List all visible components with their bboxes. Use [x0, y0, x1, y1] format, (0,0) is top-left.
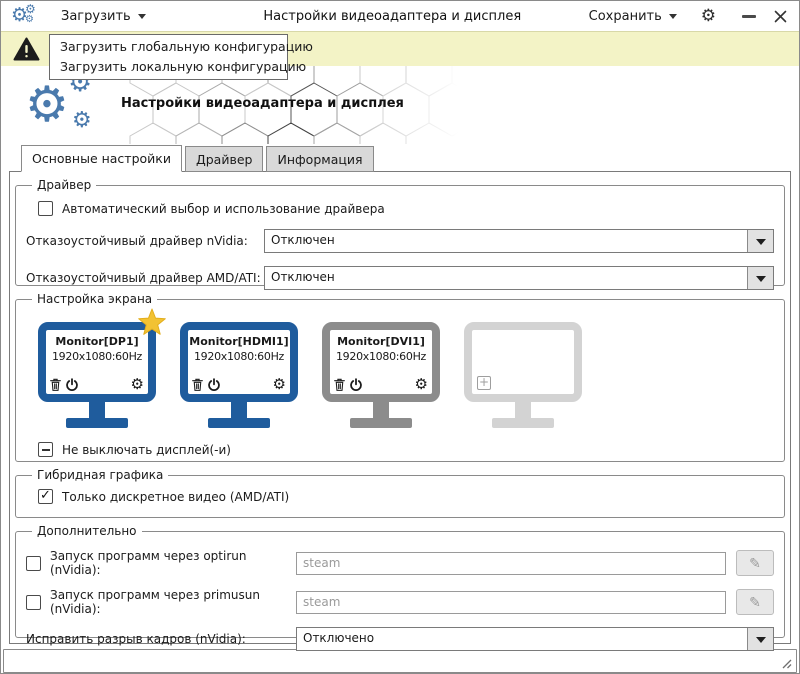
monitor-card-dvi1[interactable]: Monitor[DVI1] 1920x1080:60Hz ⚙ — [322, 322, 440, 428]
minimize-button[interactable] — [742, 14, 756, 18]
monitor-mode: 1920x1080:60Hz — [193, 350, 285, 363]
trash-icon[interactable] — [333, 378, 346, 392]
monitor-card-dp1[interactable]: Monitor[DP1] 1920x1080:60Hz ⚙ — [38, 308, 166, 428]
tearfix-combo[interactable]: Отключено — [296, 627, 774, 651]
monitor-name: Monitor[HDMI1] — [189, 335, 289, 348]
save-menu-label: Сохранить — [588, 8, 662, 24]
optirun-command-input[interactable] — [296, 551, 726, 575]
close-icon — [774, 10, 787, 22]
chevron-down-icon[interactable] — [747, 628, 773, 650]
hexagon-fade — [361, 66, 491, 144]
keep-display-on-label[interactable]: Не выключать дисплей(-и) — [62, 442, 231, 457]
discrete-only-checkbox[interactable] — [38, 489, 53, 504]
chevron-down-icon[interactable] — [747, 267, 773, 289]
primusun-label[interactable]: Запуск программ через primusun (nVidia): — [50, 588, 260, 616]
tearfix-value: Отключено — [303, 631, 375, 645]
resize-grip[interactable] — [779, 656, 792, 669]
load-menu-popup: Загрузить глобальную конфигурацию Загруз… — [49, 34, 313, 80]
tab-bar: Основные настройки Драйвер Информация — [1, 144, 799, 172]
hybrid-group-legend: Гибридная графика — [37, 468, 164, 482]
tearfix-label: Исправить разрыв кадров (nVidia): — [26, 632, 246, 646]
menu-item-load-local[interactable]: Загрузить локальную конфигурацию — [60, 59, 307, 74]
power-icon[interactable] — [349, 377, 363, 392]
optirun-edit-button[interactable]: ✎ — [736, 550, 774, 576]
keep-display-on-checkbox[interactable] — [38, 442, 53, 457]
power-icon[interactable] — [207, 377, 221, 392]
primusun-command-input[interactable] — [296, 590, 726, 614]
tab-information[interactable]: Информация — [266, 146, 374, 172]
chevron-down-icon — [137, 14, 146, 23]
warning-triangle-icon — [13, 37, 40, 61]
pencil-icon: ✎ — [749, 594, 761, 610]
trash-icon[interactable] — [191, 378, 204, 392]
nvidia-failsafe-value: Отключен — [271, 233, 335, 247]
amd-failsafe-combo[interactable]: Отключен — [264, 266, 774, 290]
tab-main-settings[interactable]: Основные настройки — [21, 145, 182, 172]
power-icon[interactable] — [65, 377, 79, 392]
monitor-name: Monitor[DVI1] — [337, 335, 425, 348]
app-logo-gears: ⚙ ⚙ ⚙ — [25, 67, 93, 133]
screen-group-legend: Настройка экрана — [37, 292, 153, 306]
page-title: Настройки видеоадаптера и дисплея — [121, 96, 404, 111]
monitor-mode: 1920x1080:60Hz — [335, 350, 427, 363]
main-panel: Драйвер Автоматический выбор и использов… — [9, 171, 791, 651]
primusun-edit-button[interactable]: ✎ — [736, 589, 774, 615]
amd-failsafe-value: Отключен — [271, 270, 335, 284]
nvidia-failsafe-combo[interactable]: Отключен — [264, 229, 774, 253]
monitor-name: Monitor[DP1] — [55, 335, 139, 348]
monitor-card-empty[interactable]: + — [464, 322, 582, 428]
auto-driver-checkbox[interactable] — [38, 201, 53, 216]
chevron-down-icon[interactable] — [747, 230, 773, 252]
primary-star-icon — [138, 308, 166, 335]
gear-icon[interactable]: ⚙ — [272, 375, 286, 393]
load-menu-label: Загрузить — [61, 8, 131, 24]
chevron-down-icon — [668, 14, 677, 23]
save-menu-button[interactable]: Сохранить — [581, 6, 685, 27]
extra-group: Дополнительно Запуск программ через opti… — [15, 524, 785, 651]
app-gears-icon: ⚙ ⚙ ⚙ — [11, 2, 36, 26]
driver-group-legend: Драйвер — [37, 178, 92, 192]
hybrid-graphics-group: Гибридная графика Только дискретное виде… — [15, 468, 785, 518]
settings-gear-button[interactable]: ⚙ — [700, 5, 716, 26]
nvidia-failsafe-label: Отказоустойчивый драйвер nVidia: — [26, 234, 248, 248]
window-title: Настройки видеоадаптера и дисплея — [263, 8, 522, 24]
gear-icon[interactable]: ⚙ — [414, 375, 428, 393]
amd-failsafe-label: Отказоустойчивый драйвер AMD/ATI: — [26, 271, 261, 285]
pencil-icon: ✎ — [749, 555, 761, 571]
monitor-mode: 1920x1080:60Hz — [51, 350, 143, 363]
tab-driver[interactable]: Драйвер — [184, 146, 264, 172]
gear-icon[interactable]: ⚙ — [130, 375, 144, 393]
add-monitor-icon[interactable]: + — [477, 375, 491, 390]
close-button[interactable] — [774, 10, 787, 23]
optirun-label[interactable]: Запуск программ через optirun (nVidia): — [50, 549, 247, 577]
primusun-checkbox[interactable] — [26, 594, 41, 610]
titlebar: ⚙ ⚙ ⚙ Загрузить Настройки видеоадаптера … — [1, 1, 799, 31]
driver-group: Драйвер Автоматический выбор и использов… — [15, 178, 785, 290]
screen-settings-group: Настройка экрана Monitor[DP1] 1920x1080:… — [15, 292, 785, 462]
discrete-only-label[interactable]: Только дискретное видео (AMD/ATI) — [62, 489, 290, 504]
optirun-checkbox[interactable] — [26, 555, 41, 571]
monitor-card-hdmi1[interactable]: Monitor[HDMI1] 1920x1080:60Hz ⚙ — [180, 322, 298, 428]
extra-group-legend: Дополнительно — [37, 524, 137, 538]
status-bar — [3, 649, 797, 673]
auto-driver-label[interactable]: Автоматический выбор и использование дра… — [62, 201, 385, 216]
menu-item-load-global[interactable]: Загрузить глобальную конфигурацию — [60, 39, 313, 54]
load-menu-button[interactable]: Загрузить — [53, 6, 154, 27]
trash-icon[interactable] — [49, 378, 62, 392]
